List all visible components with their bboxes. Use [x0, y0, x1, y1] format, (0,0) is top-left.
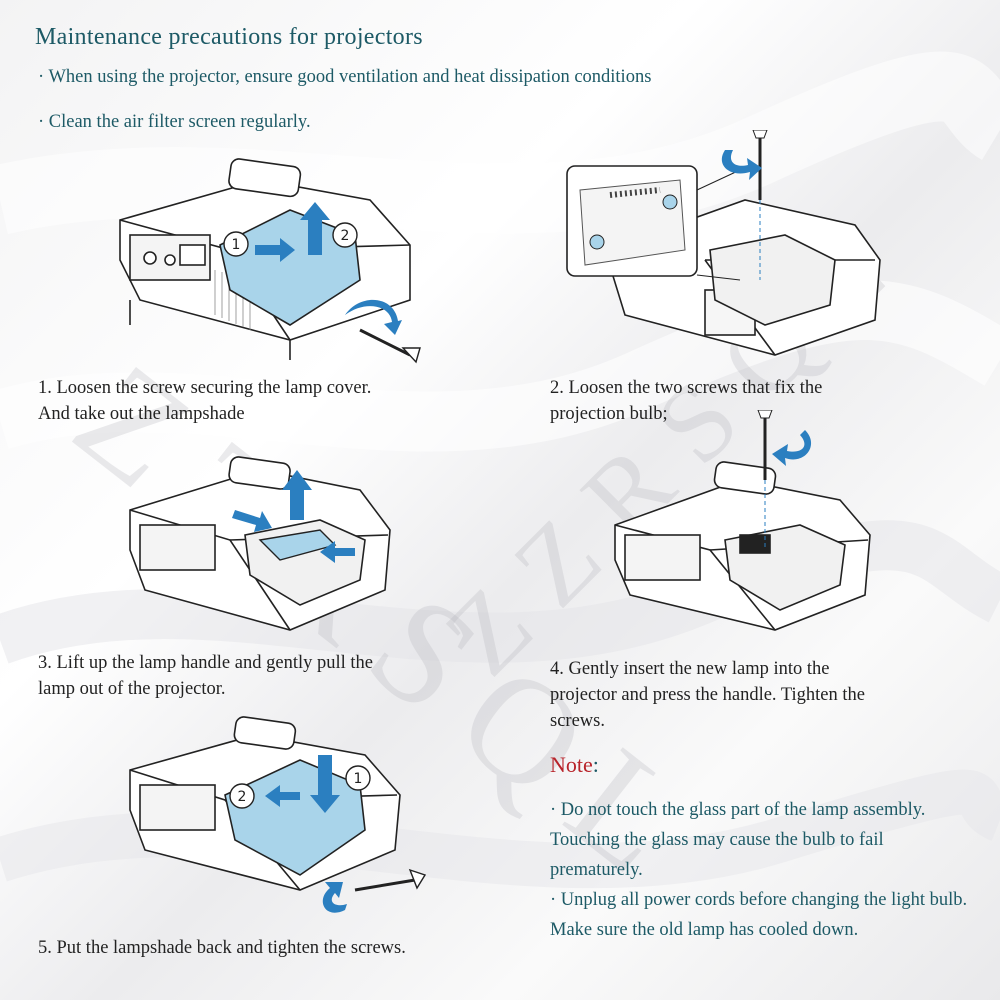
rotate-arrow-icon [772, 430, 812, 466]
screwdriver-icon [757, 410, 773, 480]
note-item-power: · Unplug all power cords before changing… [550, 890, 968, 940]
svg-text:1: 1 [354, 771, 363, 787]
rotate-arrow-icon [721, 150, 762, 180]
screwdriver-icon [359, 328, 421, 364]
note-item-glass: · Do not touch the glass part of the lam… [550, 800, 926, 880]
step-4-caption: 4. Gently insert the new lamp into the p… [550, 659, 865, 731]
step-3-illustration [129, 456, 391, 631]
step-1-caption: 1. Loosen the screw securing the lamp co… [38, 378, 372, 424]
svg-text:1: 1 [232, 237, 241, 253]
step-3-caption: 3. Lift up the lamp handle and gently pu… [38, 653, 373, 699]
note-title: Note [550, 752, 593, 777]
step-2-caption: 2. Loosen the two screws that fix the pr… [550, 378, 823, 424]
zoom-inset [566, 165, 741, 281]
rotate-arrow-icon [322, 882, 347, 913]
badge-1-icon: 1 [223, 231, 249, 257]
projector-body [614, 461, 871, 631]
svg-text:2: 2 [238, 789, 247, 805]
badge-2-icon: 2 [229, 783, 255, 809]
step-2-illustration [566, 130, 881, 356]
step-5-caption: 5. Put the lampshade back and tighten th… [38, 938, 406, 958]
bullet-air-filter: · Clean the air filter screen regularly. [38, 112, 311, 132]
step-1-illustration: 1 2 [119, 158, 421, 364]
step-4-illustration [614, 410, 871, 631]
push-arrow-left-icon [232, 510, 272, 532]
rotate-arrow-icon [345, 299, 402, 335]
lift-arrow-icon [300, 202, 330, 255]
projector-body [129, 456, 391, 631]
push-arrow-icon [255, 238, 295, 262]
badge-2-icon: 2 [332, 222, 358, 248]
note-heading: Note: [550, 752, 599, 778]
badge-1-icon: 1 [345, 765, 371, 791]
lamp-cover [219, 209, 361, 326]
svg-text:2: 2 [341, 228, 350, 244]
screwdriver-icon [354, 868, 427, 892]
step-5-illustration: 2 1 [129, 716, 427, 913]
push-arrow-right-icon [320, 541, 355, 563]
push-arrow-icon [265, 785, 300, 807]
page-title: Maintenance precautions for projectors [35, 24, 423, 50]
bullet-ventilation: · When using the projector, ensure good … [38, 67, 652, 87]
note-body: · Do not touch the glass part of the lam… [550, 795, 980, 945]
press-down-arrow-icon [310, 755, 340, 813]
note-colon: : [592, 752, 599, 777]
lift-arrow-icon [282, 470, 312, 520]
